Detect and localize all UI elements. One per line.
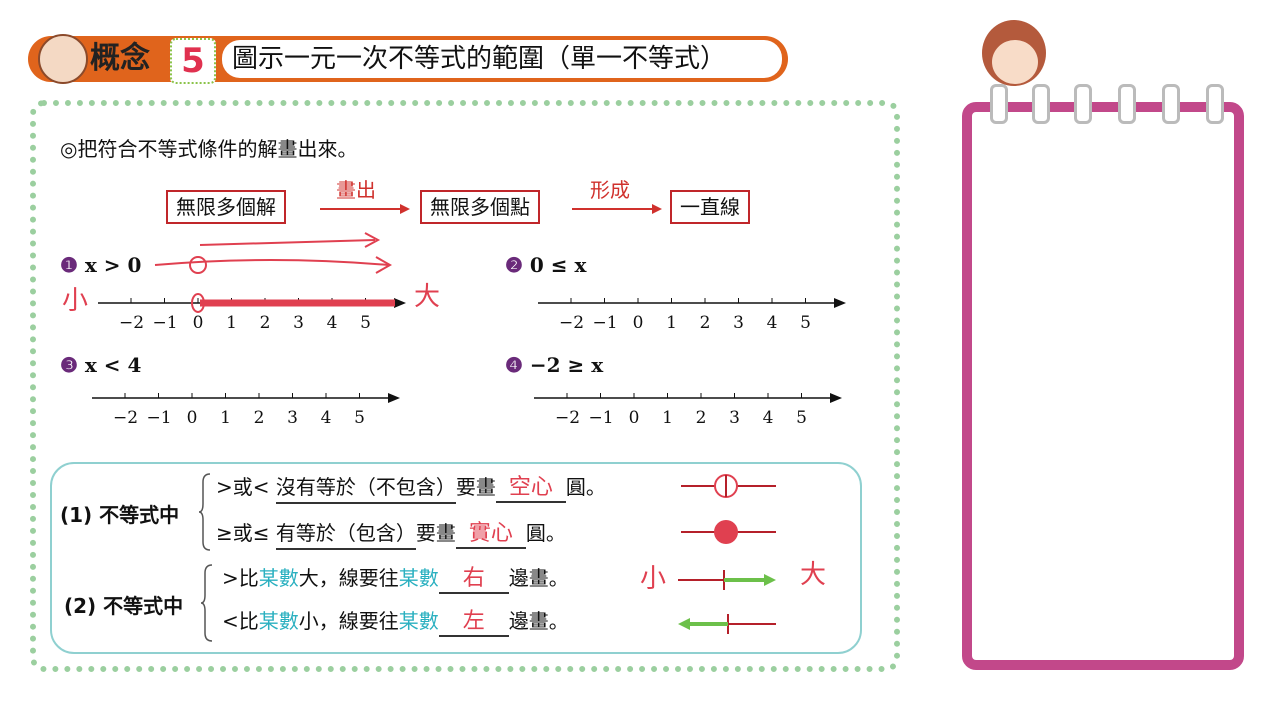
brace-icon: [198, 473, 211, 551]
problem-marker: ❷: [505, 253, 523, 277]
flow-box-2: 無限多個點: [420, 190, 540, 224]
tick-label: 5: [796, 408, 807, 428]
problem-expression: x > 0: [84, 253, 142, 277]
tick-label: 1: [662, 408, 673, 428]
tick-label: −2: [113, 408, 139, 428]
tick-label: −2: [119, 313, 145, 333]
number-line: [538, 298, 846, 308]
annotation-small: 小: [640, 564, 667, 594]
content-frame: [30, 100, 900, 672]
tick-label: 4: [320, 408, 332, 428]
tick-label: 5: [354, 408, 365, 428]
problem-2-label: ❷ 0 ≤ x: [505, 252, 586, 278]
problem-marker: ❸: [60, 353, 78, 377]
tick-label: 2: [253, 408, 265, 428]
rule1-label: (1) 不等式中: [60, 503, 180, 527]
tick-label: 0: [628, 408, 640, 428]
tick-label: 3: [733, 313, 744, 333]
tick-label: 1: [226, 313, 237, 333]
handwritten-arrows: [154, 232, 395, 313]
tick-label: 3: [729, 408, 740, 428]
tick-label: 2: [699, 313, 711, 333]
ring-icon: [990, 84, 1008, 124]
tick-label: 4: [326, 313, 338, 333]
flow-arrow-label-1: 畫出: [336, 178, 376, 202]
rule1b: ≥或≤ 有等於（包含）要畫實心圓。: [216, 518, 566, 550]
problem-marker: ❶: [60, 253, 78, 277]
tick-label: 3: [293, 313, 304, 333]
rule2-label: (2) 不等式中: [64, 594, 184, 618]
tick-label: −2: [559, 313, 585, 333]
tick-label: 2: [695, 408, 707, 428]
problem-expression: 0 ≤ x: [529, 253, 587, 277]
ring-icon: [1162, 84, 1180, 124]
problem-3-label: ❸ x < 4: [60, 352, 141, 378]
ring-icon: [1206, 84, 1224, 124]
rule2b: <比某數小，線要往某數左邊畫。: [222, 606, 569, 637]
tick-label: 5: [360, 313, 371, 333]
rule1a: >或< 沒有等於（不包含）要畫空心圓。: [216, 472, 606, 504]
tick-label: 1: [666, 313, 677, 333]
annotation-small: 小: [62, 286, 89, 316]
concept-number: 5: [170, 38, 216, 84]
tick-label: −1: [592, 313, 618, 333]
problem-4-label: ❹ −2 ≥ x: [505, 352, 603, 378]
rule2a: >比某數大，線要往某數右邊畫。: [222, 563, 569, 594]
concept-label: 概念: [90, 41, 150, 76]
number-line: [92, 393, 400, 403]
problem-marker: ❹: [505, 353, 523, 377]
tick-label: −1: [152, 313, 178, 333]
flow-arrow-icon: [572, 204, 662, 214]
character-face: [992, 40, 1038, 84]
brace-icon: [200, 564, 213, 642]
tick-label: 0: [632, 313, 644, 333]
tick-label: 4: [766, 313, 778, 333]
problem-1-label: ❶ x > 0: [60, 252, 141, 278]
tick-label: 5: [800, 313, 811, 333]
avatar: [38, 34, 88, 84]
flow-arrow-icon: [320, 204, 410, 214]
tick-label: −1: [146, 408, 172, 428]
tick-label: 4: [762, 408, 774, 428]
tick-label: 2: [259, 313, 271, 333]
tick-label: 1: [220, 408, 231, 428]
page-title: 圖示一元一次不等式的範圍（單一不等式）: [222, 40, 782, 78]
ring-icon: [1074, 84, 1092, 124]
tick-label: −2: [555, 408, 581, 428]
annotation-big: 大: [800, 560, 827, 590]
annotation-big: 大: [414, 282, 441, 312]
tick-label: 3: [287, 408, 298, 428]
flow-arrow-label-2: 形成: [590, 178, 630, 202]
problem-expression: −2 ≥ x: [529, 353, 604, 377]
tick-label: 0: [186, 408, 198, 428]
ring-icon: [1032, 84, 1050, 124]
notepad: [962, 102, 1244, 670]
rule-illustrations: [678, 474, 776, 634]
problem-expression: x < 4: [84, 353, 142, 377]
intro-text: ◎把符合不等式條件的解畫出來。: [60, 137, 358, 161]
flow-box-3: 一直線: [670, 190, 750, 224]
number-line: [534, 393, 842, 403]
rules-box: [50, 462, 862, 654]
tick-label: −1: [588, 408, 614, 428]
ring-icon: [1118, 84, 1136, 124]
tick-label: 0: [192, 313, 204, 333]
flow-box-1: 無限多個解: [166, 190, 286, 224]
